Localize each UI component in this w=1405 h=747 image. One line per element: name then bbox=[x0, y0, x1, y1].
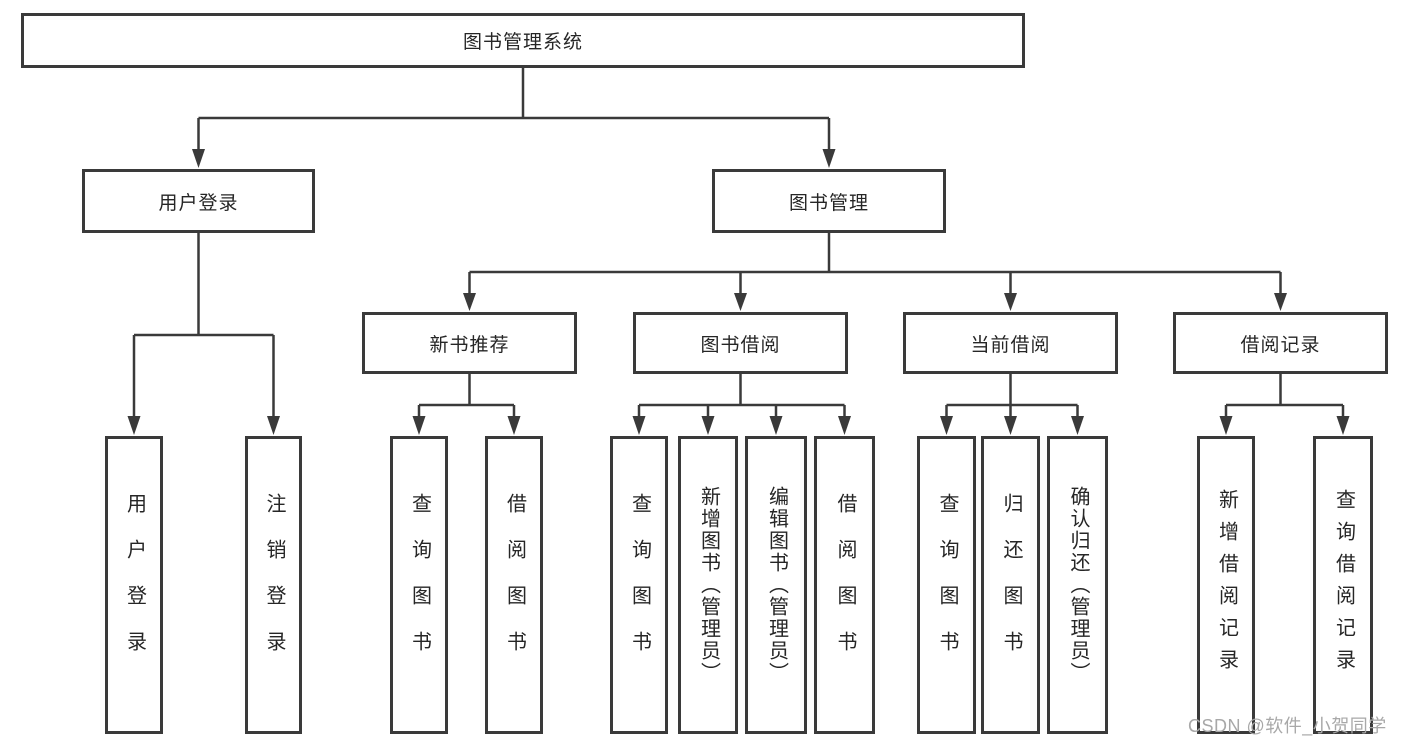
leaf-borrow-books: 借阅图书 bbox=[814, 436, 875, 734]
node-label: 当前借阅 bbox=[970, 334, 1051, 356]
connector-bookmgmt-to-level3 bbox=[468, 233, 1282, 295]
leaf-user-login: 用户登录 bbox=[105, 436, 163, 734]
node-current-borrow: 当前借阅 bbox=[903, 312, 1118, 374]
node-label: 用户登录 bbox=[158, 192, 239, 214]
node-label: 图书管理 bbox=[788, 192, 869, 214]
connector-root-to-level2 bbox=[197, 68, 831, 151]
leaf-return-books: 归还图书 bbox=[981, 436, 1040, 734]
node-new-book-recommend: 新书推荐 bbox=[362, 312, 577, 374]
leaf-confirm-return-admin: 确认归还（管理员） bbox=[1047, 436, 1108, 734]
arrowheads bbox=[127, 149, 1350, 435]
node-label: 归还图书 bbox=[1000, 493, 1022, 677]
node-label: 借阅记录 bbox=[1240, 334, 1321, 356]
connector-currentborrow-to-leaves bbox=[945, 374, 1079, 418]
node-label: 图书管理系统 bbox=[462, 32, 583, 53]
leaf-edit-books-admin: 编辑图书（管理员） bbox=[745, 436, 807, 734]
connector-newbook-to-leaves bbox=[417, 374, 516, 418]
leaf-query-books-recommend: 查询图书 bbox=[390, 436, 448, 734]
leaf-query-borrow-record: 查询借阅记录 bbox=[1313, 436, 1373, 734]
leaf-logout: 注销登录 bbox=[245, 436, 302, 734]
node-user-login: 用户登录 bbox=[82, 169, 315, 233]
node-label: 查询图书 bbox=[408, 493, 431, 677]
node-library-management-system: 图书管理系统 bbox=[21, 13, 1025, 68]
node-label: 借阅图书 bbox=[503, 493, 526, 677]
node-label: 借阅图书 bbox=[834, 493, 856, 677]
node-label: 查询图书 bbox=[628, 493, 651, 677]
node-book-management: 图书管理 bbox=[712, 169, 946, 233]
node-label: 注销登录 bbox=[263, 493, 285, 677]
node-label: 编辑图书（管理员） bbox=[765, 486, 788, 684]
leaf-query-books-borrow: 查询图书 bbox=[610, 436, 668, 734]
node-borrow-records: 借阅记录 bbox=[1173, 312, 1388, 374]
node-label: 图书借阅 bbox=[700, 334, 781, 356]
leaf-borrow-books-recommend: 借阅图书 bbox=[485, 436, 543, 734]
connector-bookborrow-to-leaves bbox=[637, 374, 846, 418]
node-label: 新增图书（管理员） bbox=[697, 486, 720, 684]
node-label: 新增借阅记录 bbox=[1215, 489, 1238, 681]
connector-userlogin-to-leaves bbox=[132, 233, 275, 418]
node-label: 查询图书 bbox=[936, 493, 958, 677]
node-label: 确认归还（管理员） bbox=[1067, 486, 1089, 684]
connector-records-to-leaves bbox=[1224, 374, 1345, 418]
csdn-watermark: CSDN @软件_小贺同学 bbox=[1188, 716, 1387, 736]
node-book-borrow: 图书借阅 bbox=[633, 312, 848, 374]
leaf-query-books-current: 查询图书 bbox=[917, 436, 976, 734]
leaf-add-borrow-record: 新增借阅记录 bbox=[1197, 436, 1255, 734]
node-label: 查询借阅记录 bbox=[1332, 489, 1355, 681]
leaf-add-books-admin: 新增图书（管理员） bbox=[678, 436, 738, 734]
node-label: 用户登录 bbox=[123, 493, 146, 677]
node-label: 新书推荐 bbox=[429, 334, 510, 356]
